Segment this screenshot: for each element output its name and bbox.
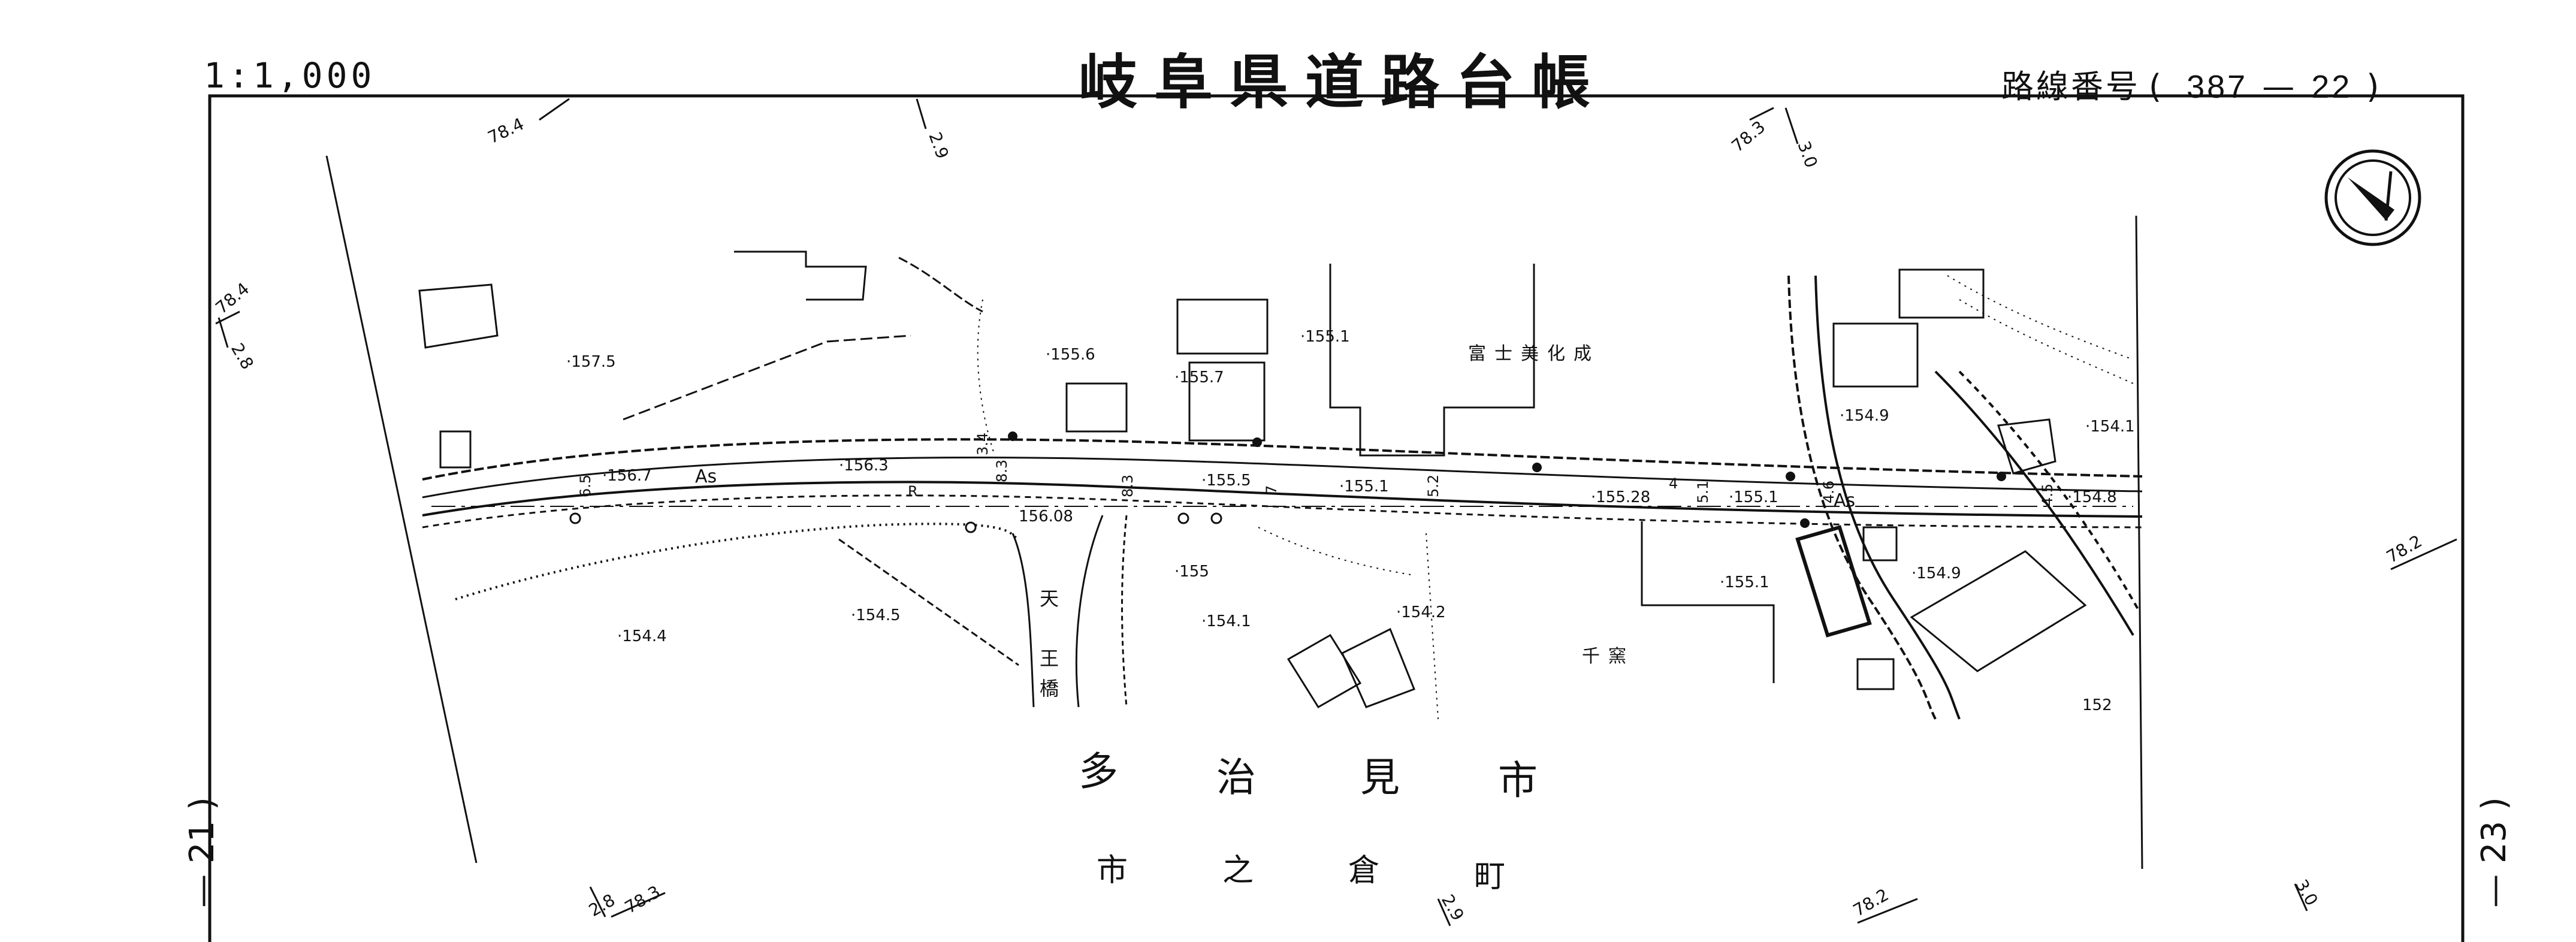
width-4-5: 4.5 <box>2039 484 2056 506</box>
map-scale: 1:1,000 <box>204 55 376 96</box>
grid-label-bottom-mid: 2.9 <box>1438 891 1468 924</box>
north-arrow-icon <box>2324 149 2421 246</box>
width-5-1: 5.1 <box>1695 481 1711 503</box>
elev-154-8: ·154.8 <box>2067 488 2117 506</box>
town-char-3: 倉 <box>1348 853 1379 889</box>
elev-155-5: ·155.5 <box>1201 472 1251 490</box>
road-markers <box>1008 431 2006 528</box>
elev-157-5: ·157.5 <box>566 353 616 371</box>
elev-154-4: ·154.4 <box>617 627 667 645</box>
side-road-east <box>1787 275 2140 720</box>
elev-154-5: ·154.5 <box>851 606 901 624</box>
elev-155-1-road2: ·155.1 <box>1729 488 1778 506</box>
right-boundary-line <box>2135 215 2143 869</box>
town-char-1: 市 <box>1097 853 1128 889</box>
map-title: 岐阜県道路台帳 <box>1079 49 1608 117</box>
road-surface-label-2: As <box>1834 490 1855 511</box>
main-road <box>422 438 2143 529</box>
facility-north-label: 富士美化成 <box>1468 343 1600 364</box>
map-frame <box>208 94 2465 942</box>
route-number: 387 <box>2187 69 2248 105</box>
width-4: 4 <box>1669 475 1678 492</box>
bridge-char-2: 王 <box>1040 647 1059 670</box>
width-8-3a: 8.3 <box>993 460 1010 482</box>
left-boundary-line <box>325 155 478 864</box>
road-surface-label-1: As <box>695 466 717 487</box>
width-3-4: 3.4 <box>974 433 991 455</box>
grid-label-bottom-left-b: 78.3 <box>621 881 663 917</box>
grid-ticks <box>215 98 2457 926</box>
elev-154-9-north: ·154.9 <box>1840 407 1889 425</box>
city-char-1: 多 <box>1079 748 1118 795</box>
city-char-3: 見 <box>1360 754 1400 801</box>
width-4-6: 4.6 <box>1820 481 1837 503</box>
elev-155-1-north: ·155.1 <box>1300 328 1350 346</box>
route-dash: — <box>2262 68 2297 105</box>
route-section: 22 <box>2311 69 2352 105</box>
dotted-lines <box>977 275 2134 720</box>
width-6-5: 6.5 <box>577 475 594 497</box>
grid-label-bottom-right-a: 78.2 <box>1850 884 1892 920</box>
grid-label-bottom-right-b: 3.0 <box>2291 876 2322 909</box>
dash-line-nw <box>623 334 911 421</box>
elev-154-1-south: ·154.1 <box>1201 612 1251 630</box>
cut-slope <box>455 523 1019 600</box>
city-char-4: 市 <box>1498 757 1538 804</box>
grid-label-top-right-a: 78.3 <box>1728 117 1769 156</box>
curve-radius-label: R <box>908 483 918 500</box>
elev-156-3: ·156.3 <box>839 457 889 475</box>
elev-154-1-ne: ·154.1 <box>2085 418 2135 436</box>
grid-label-top-right-b: 3.0 <box>1793 138 1821 170</box>
grid-label-top-mid: 2.9 <box>925 129 952 161</box>
width-8-3b: 8.3 <box>1119 475 1136 497</box>
buildings <box>418 250 2087 709</box>
elev-154-9-south: ·154.9 <box>1911 564 1961 582</box>
elev-155-1-south: ·155.1 <box>1720 573 1769 591</box>
route-label: 路線番号 <box>2001 68 2140 105</box>
bridge-char-3: 橋 <box>1040 677 1059 700</box>
elev-155-6: ·155.6 <box>1046 346 1095 364</box>
facility-south-label: 千窯 <box>1582 646 1635 667</box>
grid-label-right: 78.2 <box>2383 531 2425 567</box>
bridge-char-1: 天 <box>1040 587 1059 610</box>
elev-155-28: ·155.28 <box>1591 488 1650 506</box>
side-road-bridge <box>1011 515 1128 708</box>
city-char-2: 治 <box>1216 754 1256 801</box>
grid-label-left-b: 2.8 <box>227 340 258 373</box>
town-char-4: 町 <box>1474 859 1505 895</box>
elev-154-2: ·154.2 <box>1396 603 1446 621</box>
width-7: 7 <box>1263 485 1280 494</box>
width-5-2: 5.2 <box>1425 475 1442 497</box>
elev-152: 152 <box>2082 696 2112 714</box>
town-char-2: 之 <box>1222 853 1254 889</box>
elev-156-08: 156.08 <box>1019 508 1073 526</box>
grid-label-left-a: 78.4 <box>212 279 253 318</box>
elev-155-7: ·155.7 <box>1174 369 1224 387</box>
elev-156-7: ·156.7 <box>602 467 652 485</box>
elev-155: ·155 <box>1174 563 1209 581</box>
elev-155-1-road: ·155.1 <box>1339 478 1389 496</box>
grid-label-top-left: 78.4 <box>485 114 527 147</box>
